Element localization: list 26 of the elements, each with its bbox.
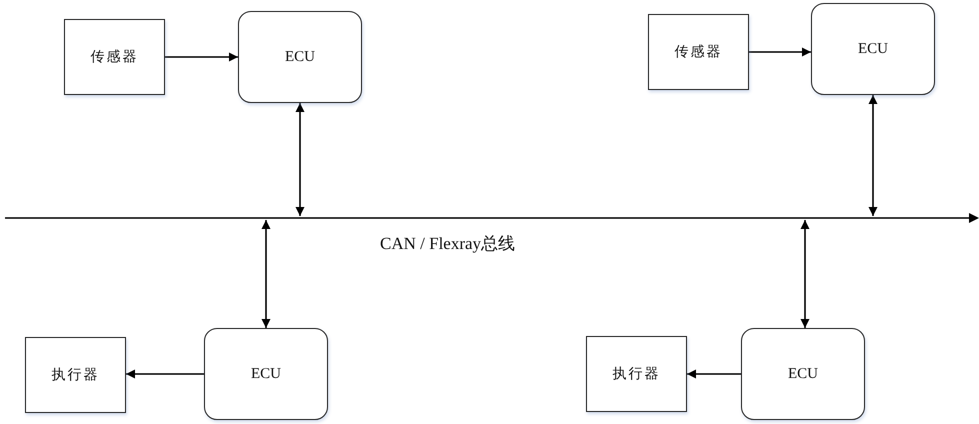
arrow [165,52,238,62]
arrow [868,95,878,216]
node-label: 传感器 [674,43,722,61]
node-label: 传感器 [90,48,138,66]
arrow [296,103,304,216]
process-box [586,336,687,412]
bus-label: CAN / Flexray总线 [380,233,516,255]
node-label: 执行器 [52,366,100,384]
node-label: ECU [251,366,281,382]
process-box [64,19,165,95]
arrow [749,48,811,56]
arrow [262,220,270,328]
node-label: ECU [788,366,818,382]
arrow [800,220,810,328]
node-label: ECU [858,40,888,58]
process-box [648,14,749,90]
arrow [126,370,204,378]
node-label: 执行器 [612,365,660,383]
ecu-box [741,328,865,420]
node-label: ECU [285,48,315,66]
bus-line [5,216,979,220]
ecu-box [238,11,362,103]
arrow [687,370,741,378]
ecu-box [811,3,935,95]
ecu-box [204,328,328,420]
process-box [25,337,126,413]
